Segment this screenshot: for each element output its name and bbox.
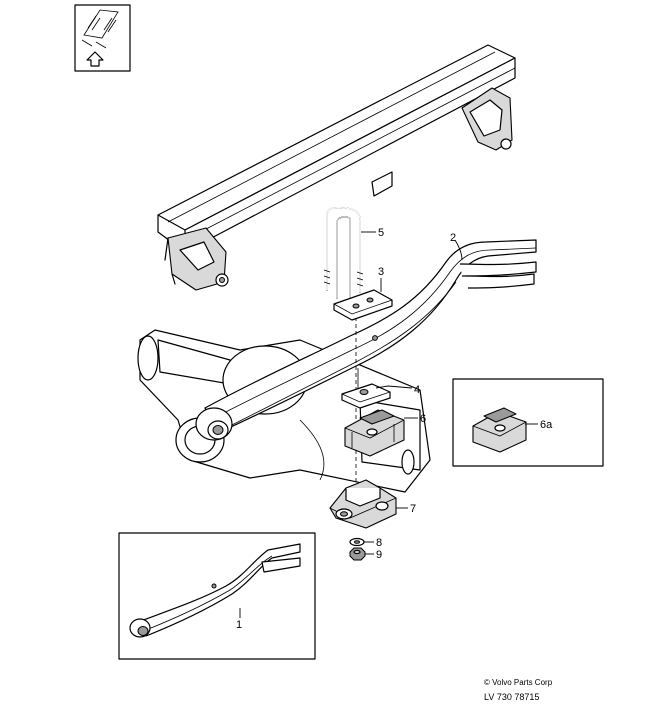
- u-bolt: [323, 206, 364, 520]
- leader-lines: [239, 231, 538, 618]
- frame-rail: [157, 44, 516, 291]
- callout-5: 5: [378, 227, 384, 239]
- callout-8: 8: [376, 537, 382, 549]
- callout-6: 6: [420, 413, 426, 425]
- copyright-text: © Volvo Parts Corp: [484, 678, 553, 687]
- callout-1: 1: [236, 619, 242, 631]
- callout-7: 7: [410, 503, 416, 515]
- inset-1: [118, 532, 316, 660]
- spring-seat: [344, 409, 405, 457]
- leaf-spring: [195, 239, 537, 441]
- arrow-up-icon: [86, 51, 104, 67]
- orientation-key: [74, 4, 131, 72]
- inset-6a: [452, 378, 604, 467]
- callout-2: 2: [450, 232, 456, 244]
- callout-6a: 6a: [540, 419, 553, 431]
- axle-housing: [137, 329, 431, 493]
- lower-bracket: [329, 479, 397, 529]
- clamp-plate: [333, 289, 393, 321]
- reference-code: LV 730 78715: [484, 692, 539, 702]
- callout-9: 9: [376, 549, 382, 561]
- washer: [349, 537, 365, 547]
- callout-3: 3: [378, 266, 384, 278]
- callout-4: 4: [414, 384, 420, 396]
- spacer-block: [341, 368, 391, 409]
- nut: [349, 547, 366, 561]
